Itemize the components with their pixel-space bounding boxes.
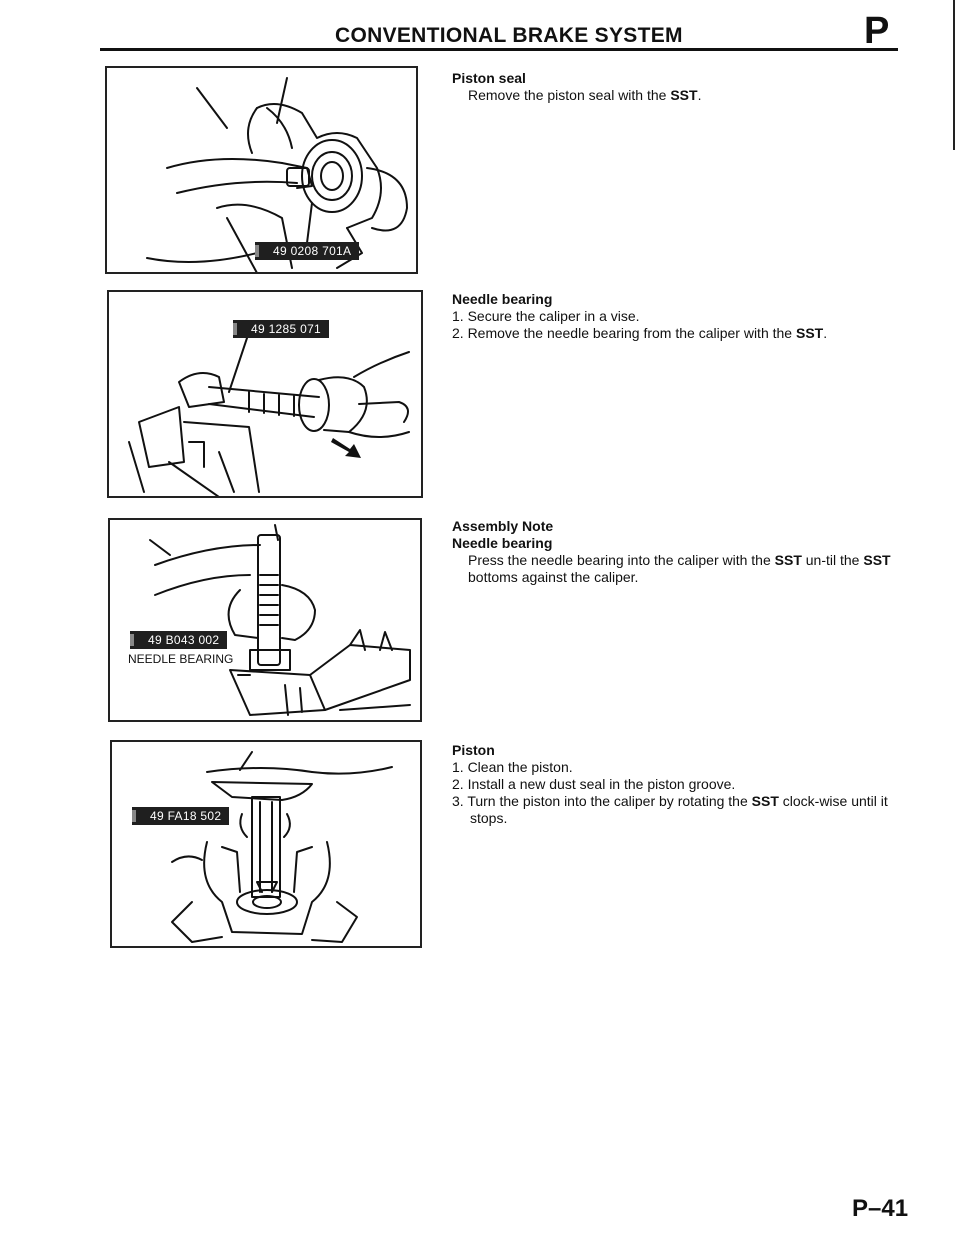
figure-code-tag: 49 FA18 502 [132,807,230,825]
step-1: 1. Secure the caliper in a vise. [452,308,640,324]
section-needle-bearing: Needle bearing 1. Secure the caliper in … [452,291,912,342]
sst-term: SST [863,552,891,568]
body-text: un-til the [801,552,864,568]
page-number: P–41 [852,1195,909,1222]
step-3: 3. Turn the piston into the caliper by r… [452,793,912,827]
page-title: CONVENTIONAL BRAKE SYSTEM [335,24,683,47]
section-body: Press the needle bearing into the calipe… [452,552,912,586]
body-text: bottoms against the caliper. [468,569,639,585]
piston-seal-illustration [146,77,408,272]
step-2: 2. Remove the needle bearing from the ca… [452,325,912,342]
section-piston-seal: Piston seal Remove the piston seal with … [452,70,912,104]
needle-bearing-removal-illustration [128,331,410,496]
figure-piston-install: 49 FA18 502 [110,740,422,948]
figure-code-tag: 49 B043 002 [130,631,228,649]
figure-needle-bearing-install: 49 B043 002 NEEDLE BEARING [108,518,422,722]
needle-bearing-callout: NEEDLE BEARING [128,652,234,666]
step-1: 1. Clean the piston. [452,759,573,775]
section-heading: Needle bearing [452,535,553,551]
sst-term: SST [795,325,824,341]
body-text: clock-wise until it stops. [470,793,888,826]
sst-term: SST [670,87,698,103]
section-letter: P [864,10,890,52]
body-text: 3. Turn the piston into the caliper by r… [452,793,752,809]
header-rule [100,48,898,51]
step-2: 2. Install a new dust seal in the piston… [452,776,736,792]
figure-needle-bearing-removal: 49 1285 071 [107,290,423,498]
section-heading: Piston seal [452,70,526,86]
body-text: 2. Remove the needle bearing from the ca… [452,325,796,341]
piston-install-illustration [171,751,393,943]
body-text: . [697,87,702,103]
figure-code-tag: 49 0208 701A [254,242,360,260]
figure-code-tag: 49 1285 071 [233,320,330,338]
needle-bearing-install-illustration [149,524,411,716]
page-edge-mark [953,0,955,150]
body-text: . [823,325,828,341]
assembly-note-heading: Assembly Note [452,518,554,534]
sst-term: SST [751,793,779,809]
body-text: Press the needle bearing into the calipe… [468,552,775,568]
section-assembly-note: Assembly Note Needle bearing Press the n… [452,518,912,586]
section-piston: Piston 1. Clean the piston. 2. Install a… [452,742,912,827]
section-heading: Needle bearing [452,291,553,307]
figure-piston-seal: 49 0208 701A [105,66,418,274]
sst-term: SST [774,552,802,568]
section-body: Remove the piston seal with the SST. [452,87,912,104]
section-heading: Piston [452,742,495,758]
body-text: Remove the piston seal with the [468,87,671,103]
